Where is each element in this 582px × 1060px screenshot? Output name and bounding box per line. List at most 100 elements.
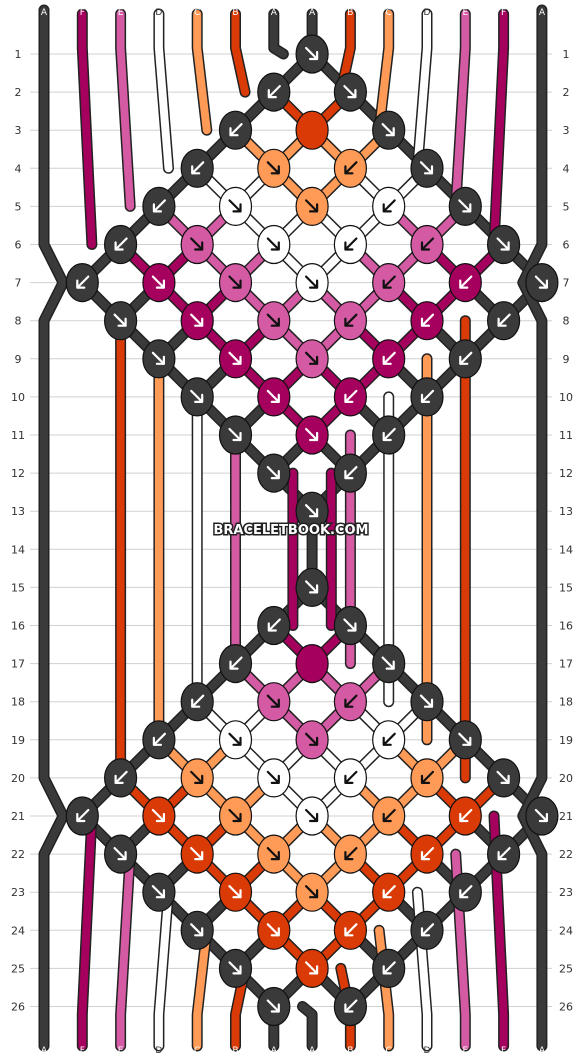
string-label-bottom: A — [309, 1046, 316, 1056]
knot — [333, 301, 367, 341]
arrow-down-right-icon — [496, 770, 510, 785]
knot — [295, 186, 329, 226]
string-label-top: B — [347, 8, 353, 18]
knot — [295, 567, 329, 608]
knot — [410, 377, 444, 417]
knot — [180, 758, 214, 798]
knot — [333, 986, 367, 1027]
knot — [218, 415, 253, 455]
watermark-text: BRACELETBOOK.COM — [214, 523, 369, 538]
row-number-right: 11 — [559, 429, 573, 442]
top-strand-right — [451, 10, 470, 211]
row-number-right: 3 — [563, 124, 570, 137]
arrow-down-left-icon — [382, 199, 396, 213]
knot — [257, 72, 291, 112]
knot — [142, 263, 176, 303]
arrow-down-left-icon — [382, 961, 396, 975]
row-number-left: 2 — [15, 86, 22, 99]
string-label-top: B — [232, 8, 238, 18]
arrow-down-left-icon — [420, 313, 435, 327]
string-label-bottom: D — [424, 1046, 431, 1056]
knot — [448, 339, 482, 379]
knot — [142, 720, 176, 760]
arrow-down-right-icon — [190, 237, 204, 251]
row-number-left: 15 — [11, 581, 25, 594]
arrow-down-left-icon — [267, 618, 281, 632]
bottom-strand-left — [154, 888, 173, 1050]
row-number-left: 17 — [11, 658, 25, 671]
knot — [372, 948, 406, 989]
arrow-down-right-icon — [305, 275, 319, 289]
arrow-down-left-icon — [229, 123, 243, 137]
row-number-right: 15 — [559, 581, 573, 594]
knot — [487, 758, 521, 798]
row-number-right: 8 — [563, 315, 570, 328]
knot — [333, 605, 367, 646]
arrow-down-left-icon — [420, 389, 435, 403]
row-number-right: 13 — [559, 505, 573, 518]
knot — [142, 339, 176, 379]
arrow-down-right-icon — [151, 351, 165, 365]
knot — [487, 301, 521, 341]
string-label-bottom: B — [347, 1046, 353, 1056]
row-number-left: 16 — [11, 620, 25, 633]
knot — [333, 453, 367, 493]
arrow-down-right-icon — [343, 84, 357, 99]
arrow-down-left-icon — [344, 694, 358, 708]
knot — [410, 682, 444, 722]
string-label-top: A — [271, 8, 278, 18]
arrow-down-right-icon — [228, 199, 242, 213]
arrow-down-left-icon — [459, 351, 473, 365]
string-label-top: C — [194, 8, 200, 18]
row-number-right: 20 — [559, 772, 573, 785]
arrow-down-right-icon — [305, 504, 319, 518]
arrow-down-right-icon — [190, 313, 204, 327]
knot — [257, 910, 291, 950]
row-number-left: 10 — [11, 391, 25, 404]
row-number-left: 13 — [11, 505, 25, 518]
row-number-right: 2 — [563, 86, 570, 99]
arrow-down-left-icon — [382, 427, 396, 442]
string-label-bottom: F — [80, 1046, 85, 1056]
knot-layer — [65, 34, 559, 1027]
knot — [295, 263, 329, 303]
arrow-down-left-icon — [459, 808, 473, 823]
knot — [257, 301, 291, 341]
arrow-down-left-icon — [459, 885, 473, 899]
row-number-right: 10 — [559, 391, 573, 404]
knot — [180, 224, 214, 265]
row-number-left: 12 — [11, 467, 25, 480]
knot — [372, 415, 406, 455]
row-number-right: 6 — [563, 239, 570, 252]
knot — [142, 186, 176, 226]
knot — [257, 148, 291, 188]
arrow-down-right-icon — [266, 161, 280, 175]
arrow-down-right-icon — [305, 580, 319, 594]
string-label-top: F — [501, 8, 506, 18]
top-strand-left — [193, 10, 211, 135]
knot — [257, 682, 291, 722]
row-number-left: 7 — [15, 277, 22, 290]
arrow-down-right-icon — [266, 846, 280, 861]
arrow-down-right-icon — [151, 885, 165, 899]
knot — [372, 339, 406, 379]
arrow-down-right-icon — [534, 275, 549, 289]
arrow-down-right-icon — [228, 427, 242, 442]
knot — [218, 948, 253, 989]
top-strand-right — [413, 10, 431, 173]
string-label-top: E — [462, 8, 468, 18]
knot — [257, 605, 291, 646]
row-number-right: 17 — [559, 658, 573, 671]
row-number-right: 5 — [563, 200, 570, 213]
bottom-strand-left — [193, 926, 211, 1050]
arrow-down-right-icon — [113, 313, 127, 327]
row-number-right: 23 — [559, 886, 573, 899]
knot — [410, 758, 444, 798]
arrow-down-right-icon — [266, 237, 280, 251]
string-label-bottom: D — [155, 1046, 162, 1056]
arrow-down-left-icon — [382, 885, 396, 899]
knot — [257, 377, 291, 417]
knot — [180, 301, 214, 341]
string-label-top: F — [80, 8, 85, 18]
arrow-down-right-icon — [266, 313, 280, 327]
